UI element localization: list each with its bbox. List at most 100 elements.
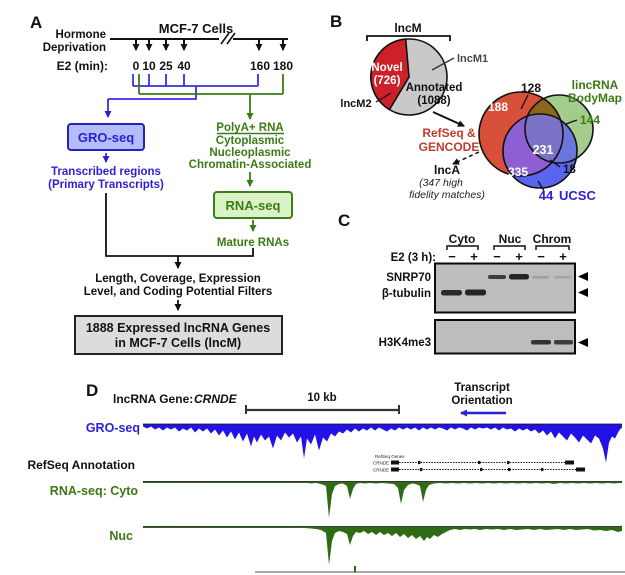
venn-refseq-outline [478, 91, 564, 177]
pie-novel-value: (726) [374, 75, 401, 87]
rnaseq-sample-lines [138, 74, 284, 120]
band-snrp70-nuc-plus [509, 274, 529, 280]
refseq-gencode-line1: RefSeq & [422, 126, 476, 140]
fraction-cytoplasmic: Cytoplasmic [216, 135, 285, 147]
isoform2-last-exon [576, 467, 585, 472]
pie-annotated-label: Annotated [406, 82, 463, 94]
band-snrp70-nuc-minus [488, 275, 506, 279]
venn-18: 18 [563, 164, 576, 176]
mature-rnas-label: Mature RNAs [217, 237, 289, 249]
pie-to-venn-arrow [432, 111, 465, 127]
rnaseq-cyto-track-label: RNA-seq: Cyto [50, 484, 139, 498]
scale-bar [245, 405, 400, 414]
lncrna-gene-label: lncRNA Gene: [113, 392, 193, 406]
transcript-orientation-line1: Transcript [454, 382, 510, 394]
panel-a-letter: A [30, 13, 42, 32]
result-line2: in MCF-7 Cells (lncM) [115, 336, 241, 350]
groseq-box-label: GRO-seq [78, 130, 134, 145]
timepoint-180: 180 [273, 59, 293, 73]
isoform2-label: CRNDE [373, 468, 389, 473]
result-line1: 1888 Expressed lncRNA Genes [86, 321, 270, 335]
lane-sign-5: − [537, 249, 545, 264]
venn-44-leader [537, 180, 545, 192]
polya-rna-label: PolyA+ RNA [216, 122, 283, 134]
filters-line1: Length, Coverage, Expression [95, 273, 261, 285]
groseq-signal [143, 424, 622, 463]
result-box [74, 315, 283, 355]
refseq-annotation-label: RefSeq Annotation [27, 458, 135, 472]
isoform1-last-exon [565, 460, 574, 465]
row-snrp70: SNRP70 [386, 272, 431, 284]
lncm1-leader-line [431, 57, 455, 71]
lncm2-label: lncM2 [340, 98, 371, 110]
venn-diagram: 188 231 335 128 144 18 44 UCSC lincRNA B… [409, 78, 622, 203]
isoform2-first-exon [391, 467, 399, 472]
cropped-next-track-signal [354, 566, 356, 572]
isoform2-exon [541, 467, 544, 472]
isoform1-exon [507, 460, 510, 465]
panel-b: B lncM Novel (726) Annotated (1088) lncM… [330, 12, 622, 203]
filters-line2: Level, and Coding Potential Filters [84, 286, 273, 298]
pie-novel-label: Novel [371, 62, 402, 74]
e2-3h-label: E2 (3 h): [391, 252, 436, 264]
arrowhead-btubulin [578, 288, 588, 297]
bodymap-label-line1: lincRNA [572, 78, 619, 92]
venn-44: 44 [539, 188, 554, 203]
band-btubulin-cyto-plus [465, 289, 486, 296]
groseq-sample-lines [104, 74, 259, 118]
scale-bar-label: 10 kb [307, 392, 336, 404]
venn-144: 144 [580, 113, 600, 127]
group-nuc: Nuc [499, 232, 522, 246]
isoform2-exon [480, 467, 483, 472]
group-cyto: Cyto [449, 232, 476, 246]
panel-c-letter: C [338, 211, 350, 230]
timepoint-25: 25 [159, 59, 173, 73]
e2-min-label: E2 (min): [57, 59, 108, 73]
venn-bodymap-outline [524, 94, 594, 164]
isoform2-exon [420, 467, 423, 472]
lane-sign-3: − [493, 249, 501, 264]
row-h3k4me3: H3K4me3 [379, 337, 431, 349]
panel-d: D lncRNA Gene: CRNDE 10 kb Transcript Or… [27, 381, 625, 573]
hormone-label-line1: Hormone [56, 29, 106, 41]
isoform1-label: CRNDE [373, 461, 389, 466]
mcf7-cells-label: MCF-7 Cells [159, 21, 233, 36]
refseq-genes-caption: RefSeq Genes [375, 454, 405, 459]
venn-188: 188 [488, 100, 508, 114]
band-h3k4me3-chrom-minus [531, 340, 551, 345]
timepoint-labels: 0 10 25 40 160 180 [133, 59, 294, 73]
lane-sign-2: + [470, 249, 478, 264]
arrowhead-snrp70 [578, 272, 588, 281]
rnaseq-box-label: RNA-seq [226, 198, 281, 213]
hormone-label-line2: Deprivation [43, 42, 106, 54]
venn-128-leader [520, 94, 529, 110]
merge-lines [105, 193, 254, 257]
timepoint-160: 160 [250, 59, 270, 73]
transcript-orientation-line2: Orientation [451, 395, 512, 407]
rnaseq-box [213, 191, 293, 219]
row-btubulin: β-tubulin [382, 288, 431, 300]
blot-1 [434, 262, 576, 314]
lane-sign-4: + [515, 249, 523, 264]
lncm-bracket-label: lncM [394, 21, 421, 35]
isoform1-exon [418, 460, 421, 465]
lnca-label: lncA [434, 163, 460, 177]
lane-sign-1: − [448, 249, 456, 264]
lncm-bracket [366, 35, 451, 41]
nuc-signal [143, 527, 622, 565]
venn-18-leader [549, 159, 561, 168]
isoform1-first-exon [391, 460, 399, 465]
group-chrom: Chrom [533, 232, 572, 246]
panel-c: C Cyto Nuc Chrom E2 (3 h): − + − + − + S… [338, 211, 588, 355]
panel-b-letter: B [330, 12, 342, 31]
band-snrp70-chrom-plus [554, 276, 571, 279]
venn-center-overlap [525, 114, 563, 163]
groseq-box [67, 123, 145, 151]
pie-annotated-value: (1088) [417, 95, 450, 107]
lnca-note-line1: (347 high [419, 177, 463, 189]
lncm1-label: lncM1 [457, 53, 488, 65]
nuc-track-label: Nuc [109, 529, 133, 543]
blot-bands [441, 274, 573, 345]
lncm2-leader-line [375, 92, 392, 103]
